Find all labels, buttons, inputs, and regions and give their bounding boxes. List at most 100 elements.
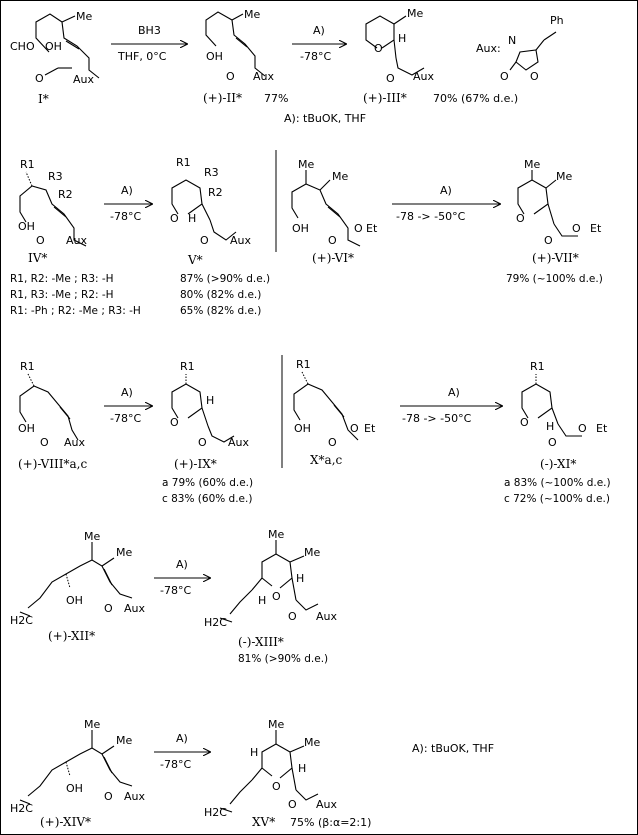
aux-label: Aux (124, 602, 145, 615)
compound-VII: Me Me O O O Et (+)-VII* 79% (~100% d.e.) (506, 158, 603, 285)
compound-V: R1 R3 R2 O H O Aux V* (170, 156, 251, 267)
r1-label: R1 (296, 358, 311, 371)
carbonyl-o-label: O (544, 234, 553, 247)
carbonyl-o-label: O (40, 436, 49, 449)
carbonyl-o-label: O (288, 798, 297, 811)
ethyl-label: Et (590, 222, 602, 235)
methyl-label: Me (268, 718, 284, 731)
yield-XI-a: a 83% (~100% d.e.) (504, 477, 611, 489)
carbonyl-o-label: O (200, 234, 209, 247)
auxiliary-label: Aux: (476, 42, 501, 55)
compound-label-V: V* (187, 253, 203, 267)
oh-label: OH (18, 220, 35, 233)
variant-c-subst: R1: -Ph ; R2: -Me ; R3: -H (10, 305, 141, 317)
arrow-r3: A) -78°C (104, 184, 152, 223)
ring-o-label: O (374, 42, 383, 55)
h2c-label: H2C (10, 802, 33, 815)
yield-II: 77% (264, 92, 288, 105)
compound-IX: R1 H O O Aux (+)-IX* a 79% (60% d.e.) c … (162, 360, 253, 505)
variant-list: R1, R2: -Me ; R3: -H 87% (>90% d.e.) R1,… (10, 273, 270, 317)
reagent-r6-bottom: -78 -> -50°C (402, 412, 472, 425)
yield-VII: 79% (~100% d.e.) (506, 273, 603, 285)
r1-label: R1 (176, 156, 191, 169)
methyl-label: Me (76, 10, 92, 23)
h2c-label: H2C (10, 614, 33, 627)
carbonyl-o-label: O (328, 436, 337, 449)
carbonyl-o-label: O (386, 72, 395, 85)
compound-label-VIII: (+)-VIII*a,c (18, 457, 87, 471)
compound-VIII: R1 OH O Aux (+)-VIII*a,c (18, 360, 87, 471)
aux-label: Aux (316, 798, 337, 811)
h-label: H (296, 572, 304, 585)
compound-label-VII: (+)-VII* (532, 251, 579, 265)
ring-o-label: O (272, 590, 281, 603)
ring-o-label: O (272, 780, 281, 793)
r1-label: R1 (530, 360, 545, 373)
compound-VI: Me Me OH O O Et (+)-VI* (291, 158, 378, 265)
h-label: H (546, 420, 554, 433)
methyl-label: Me (84, 530, 100, 543)
ester-o-label: O (350, 422, 359, 435)
yield-IX-c: c 83% (60% d.e.) (162, 493, 252, 505)
h-label: H (206, 394, 214, 407)
compound-I: Me CHO OH O Aux I* (10, 10, 100, 106)
methyl-label: Me (116, 546, 132, 559)
reagent-r5-top: A) (121, 386, 133, 399)
compound-label-XI: (-)-XI* (540, 457, 576, 471)
ethyl-label: Et (366, 222, 378, 235)
arrow-r5: A) -78°C (104, 386, 152, 425)
reagent-r1-bottom: THF, 0°C (117, 50, 167, 63)
variant-a-subst: R1, R2: -Me ; R3: -H (10, 273, 114, 285)
aux-ring-o: O (530, 70, 539, 83)
arrow-r4: A) -78 -> -50°C (392, 184, 500, 223)
carbonyl-o-label: O (104, 790, 113, 803)
ring-o-label: O (170, 212, 179, 225)
aux-label: Aux (124, 790, 145, 803)
oh-label: OH (66, 594, 83, 607)
methyl-label: Me (304, 736, 320, 749)
auxiliary-structure: Aux: Ph N O O (476, 14, 564, 83)
reagent-r1-top: BH3 (138, 24, 161, 37)
reagent-r5-bottom: -78°C (110, 412, 141, 425)
aux-label: Aux (66, 234, 87, 247)
compound-label-XIII: (-)-XIII* (238, 635, 284, 649)
compound-II: Me OH O Aux (+)-II* 77% (203, 8, 288, 105)
oh-label: OH (294, 422, 311, 435)
methyl-label: Me (244, 8, 260, 21)
aux-label: Aux (64, 436, 85, 449)
aux-label: Aux (413, 70, 434, 83)
carbonyl-o-label: O (548, 436, 557, 449)
compound-XI: R1 O H O O Et (-)-XI* a 83% (~100% d.e.)… (504, 360, 611, 505)
variant-a-yield: 87% (>90% d.e.) (180, 273, 270, 285)
carbonyl-o-label: O (36, 234, 45, 247)
phenyl-label: Ph (550, 14, 564, 27)
oh-label: OH (66, 782, 83, 795)
reagent-r6-top: A) (448, 386, 460, 399)
h-label: H (298, 762, 306, 775)
r1-label: R1 (20, 360, 35, 373)
compound-label-XV: XV* (252, 815, 275, 829)
compound-label-XII: (+)-XII* (48, 629, 95, 643)
reagent-r7-top: A) (176, 558, 188, 571)
compound-XIII: Me Me H H O H2C O Aux (-)-XIII* 81% (>90… (204, 528, 337, 665)
r2-label: R2 (208, 186, 223, 199)
carbonyl-o-label: O (35, 72, 44, 85)
ethyl-label: Et (596, 422, 608, 435)
carbonyl-o-label: O (104, 602, 113, 615)
ester-o-label: O (578, 422, 587, 435)
aux-label: Aux (73, 73, 94, 86)
carbonyl-o-label: O (198, 436, 207, 449)
compound-label-III: (+)-III* (363, 91, 407, 105)
compound-label-II: (+)-II* (203, 91, 242, 105)
ester-o-label: O (572, 222, 581, 235)
oh-label: OH (292, 222, 309, 235)
reagent-r8-top: A) (176, 732, 188, 745)
carbonyl-o-label: O (288, 610, 297, 623)
methyl-label: Me (556, 170, 572, 183)
cho-oh-label: CHO (10, 40, 35, 53)
reagent-r2-top: A) (313, 24, 325, 37)
r1-label: R1 (180, 360, 195, 373)
r1-label: R1 (20, 158, 35, 171)
